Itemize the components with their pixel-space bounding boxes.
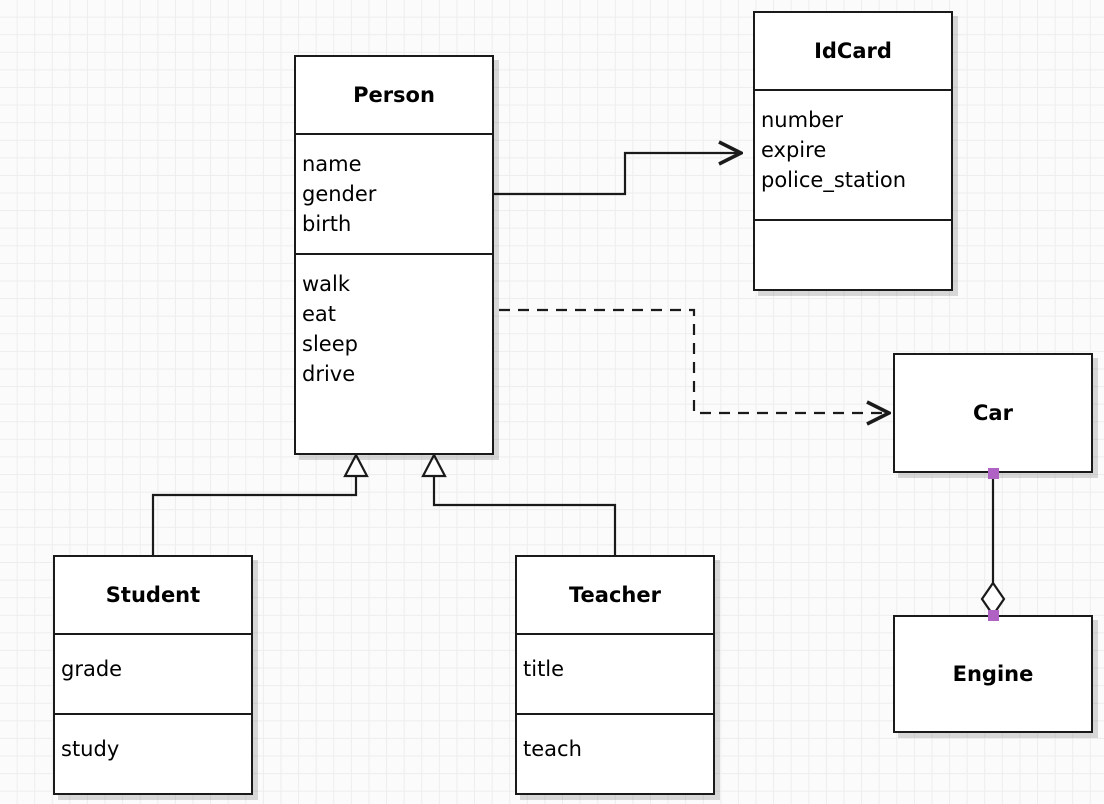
method: eat [302,302,337,326]
class-person-attributes: name gender birth [296,133,492,253]
edge-person-idcard [492,153,741,196]
class-idcard-attributes: number expire police_station [755,89,951,219]
class-car-title: Car [973,401,1013,425]
class-car[interactable]: Car [893,353,1093,473]
edge-teacher-person [421,452,617,557]
method: walk [302,272,351,296]
attribute: name [302,152,362,176]
class-teacher-methods: teach [517,713,713,793]
class-student[interactable]: Student grade study [53,555,253,795]
class-student-methods: study [55,713,251,793]
edge-person-car [499,308,889,413]
attribute: expire [761,138,827,162]
class-engine-title: Engine [952,662,1034,686]
class-engine[interactable]: Engine [893,615,1093,733]
edge-car-engine [980,473,1006,617]
class-idcard[interactable]: IdCard number expire police_station [753,11,953,291]
generalization-triangle-student [343,452,369,478]
attribute: number [761,108,843,132]
class-idcard-title: IdCard [814,39,892,63]
method: sleep [302,332,358,356]
connection-handle-engine-top[interactable] [988,610,999,621]
attribute: gender [302,182,377,206]
attribute: birth [302,212,352,236]
connection-handle-car-bottom[interactable] [988,468,999,479]
class-idcard-methods [755,219,951,289]
generalization-triangle-teacher [421,452,447,478]
class-teacher-title: Teacher [569,583,661,607]
class-teacher[interactable]: Teacher title teach [515,555,715,795]
class-person[interactable]: Person name gender birth walk eat sleep … [294,55,494,455]
attribute: police_station [761,168,907,192]
edge-student-person [151,452,369,557]
class-person-methods: walk eat sleep drive [296,253,492,453]
method: drive [302,362,356,386]
class-student-title: Student [105,583,201,607]
class-student-attributes: grade [55,633,251,713]
class-teacher-attributes: title [517,633,713,713]
class-person-title: Person [353,83,435,107]
